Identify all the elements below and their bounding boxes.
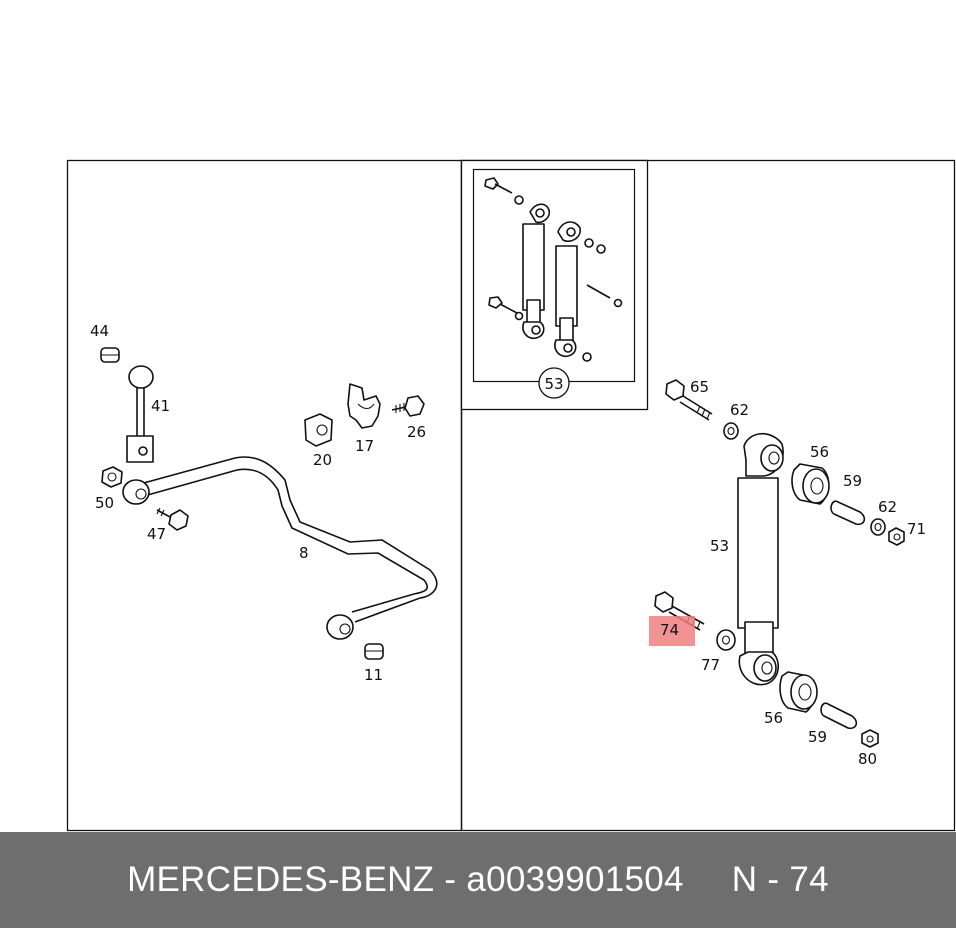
label-65: 65 <box>690 378 709 396</box>
part-53-shock-absorber <box>737 432 784 686</box>
label-41: 41 <box>151 397 170 415</box>
inset-callout-circle <box>538 367 570 399</box>
part-17-bracket <box>347 383 381 429</box>
highlight-74 <box>649 616 695 646</box>
part-62-washer-upper <box>723 422 739 440</box>
part-59-sleeve-upper <box>830 500 866 526</box>
part-65-bolt <box>665 379 713 421</box>
label-50: 50 <box>95 494 114 512</box>
part-41-link-rod <box>126 365 154 463</box>
label-8: 8 <box>299 544 309 562</box>
label-62-lower: 62 <box>878 498 897 516</box>
part-11-nut <box>364 643 384 660</box>
footer-dash: - <box>444 860 457 899</box>
label-17: 17 <box>355 437 374 455</box>
part-26-bolt <box>391 395 425 417</box>
label-11: 11 <box>364 666 383 684</box>
label-20: 20 <box>313 451 332 469</box>
part-80-nut <box>861 729 879 748</box>
part-20-bushing <box>304 413 333 447</box>
inset-callout-label: 53 <box>544 375 563 393</box>
part-77-washer <box>716 629 736 651</box>
label-44: 44 <box>90 322 109 340</box>
part-50-hex-nut <box>101 466 123 488</box>
label-47: 47 <box>147 525 166 543</box>
part-59-sleeve-lower <box>820 702 858 730</box>
part-56-bushing-upper <box>791 463 830 505</box>
part-71-nut <box>888 527 905 546</box>
label-62-upper: 62 <box>730 401 749 419</box>
label-56-lower: 56 <box>764 709 783 727</box>
label-59-upper: 59 <box>843 472 862 490</box>
inset-shock-absorbers <box>484 177 623 362</box>
label-77: 77 <box>701 656 720 674</box>
part-56-bushing-lower <box>779 671 818 713</box>
part-8-stabilizer-bar <box>122 456 438 640</box>
label-53: 53 <box>710 537 729 555</box>
label-71: 71 <box>907 520 926 538</box>
footer-position: N - 74 <box>731 860 829 899</box>
footer-bar: MERCEDES-BENZ - a0039901504 N - 74 <box>0 832 956 928</box>
right-panel-frame <box>460 159 956 832</box>
label-26: 26 <box>407 423 426 441</box>
parts-diagram: 53 44 41 50 8 47 20 <box>66 159 956 832</box>
label-59-lower: 59 <box>808 728 827 746</box>
part-47-bolt <box>156 507 189 531</box>
label-74: 74 <box>660 621 679 639</box>
label-56-upper: 56 <box>810 443 829 461</box>
footer-part-number: a0039901504 <box>466 860 684 899</box>
label-80: 80 <box>858 750 877 768</box>
part-44-nut <box>100 347 120 363</box>
footer-brand: MERCEDES-BENZ <box>127 860 435 899</box>
part-62-washer-lower <box>870 518 886 536</box>
